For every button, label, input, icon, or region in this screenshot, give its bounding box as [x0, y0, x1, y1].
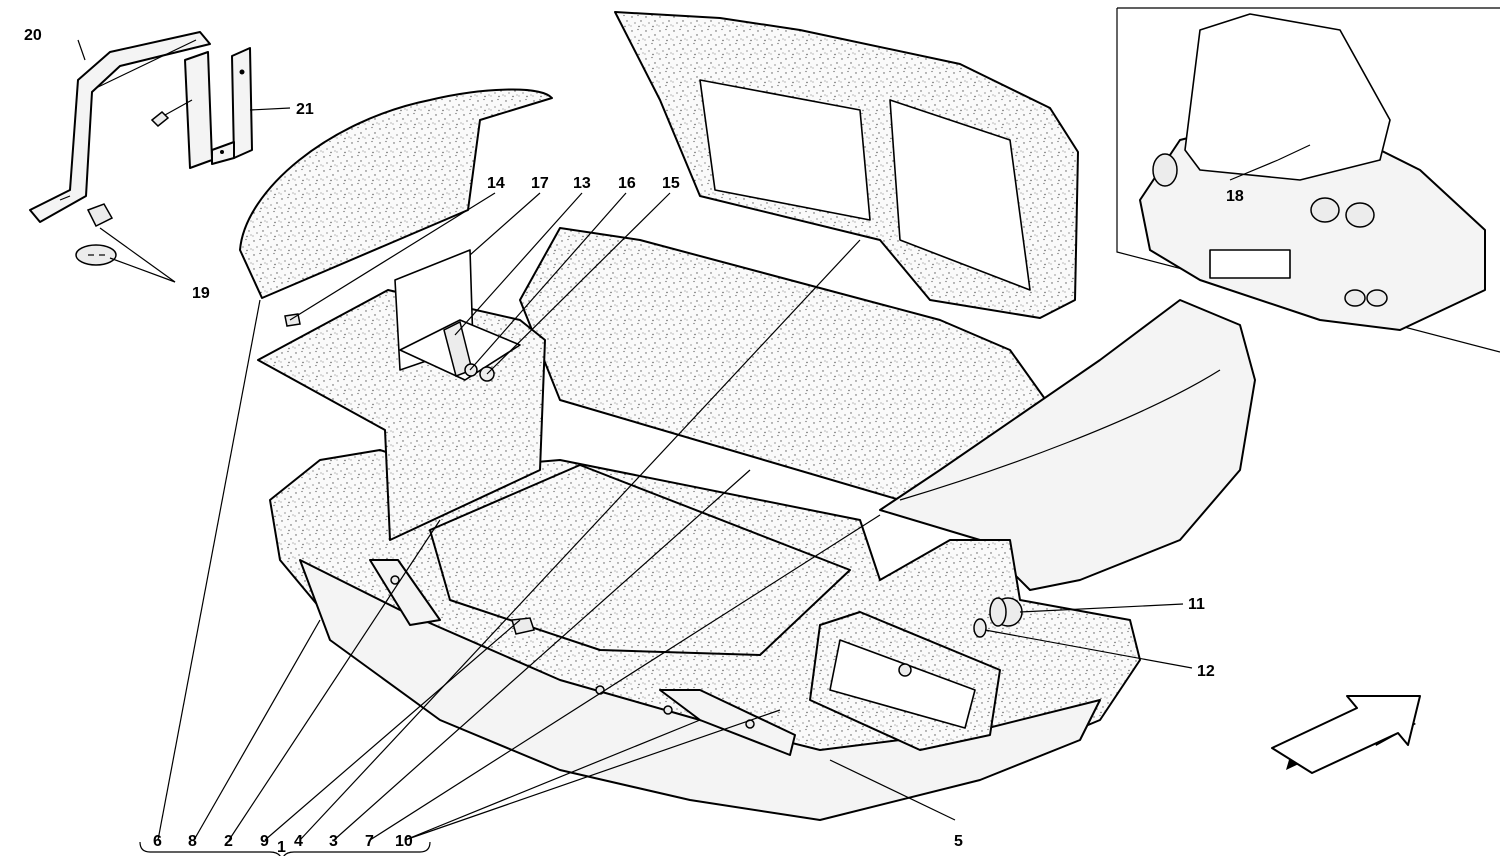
callout-15: 15	[662, 175, 680, 192]
callout-4: 4	[294, 833, 303, 850]
callout-11: 11	[1188, 596, 1205, 613]
clip-19	[75, 203, 117, 266]
side-trim-left	[239, 88, 553, 299]
inset-view	[1116, 7, 1500, 353]
knob-11	[989, 597, 1023, 627]
storage-pocket	[809, 611, 1001, 751]
bracket-7	[369, 559, 796, 756]
callout-10: 10	[395, 833, 413, 850]
callout-12: 12	[1197, 663, 1215, 680]
callout-3: 3	[329, 833, 338, 850]
bracket-21	[211, 47, 253, 165]
callout-7: 7	[365, 833, 374, 850]
washer-16	[464, 363, 478, 377]
bolt-21	[150, 99, 193, 128]
callout-1: 1	[277, 839, 286, 856]
callout-2: 2	[224, 833, 233, 850]
leader-lines	[77, 39, 1311, 856]
callout-labels: 20 21 19 14 17 13 16 15 18 11 12 5 6 8 2…	[24, 27, 1244, 856]
callout-6: 6	[153, 833, 162, 850]
callout-18: 18	[1226, 188, 1244, 205]
floor-mat	[429, 464, 851, 656]
callout-17: 17	[531, 175, 549, 192]
callout-20: 20	[24, 27, 42, 44]
direction-arrow-icon	[1271, 695, 1421, 774]
bulkhead-panel	[519, 227, 1061, 501]
callout-19: 19	[192, 285, 210, 302]
callout-14: 14	[487, 175, 505, 192]
callout-8: 8	[188, 833, 197, 850]
callout-9: 9	[260, 833, 269, 850]
side-trim-right	[879, 299, 1256, 591]
callout-13: 13	[573, 175, 591, 192]
callout-16: 16	[618, 175, 636, 192]
lid-lining	[614, 11, 1079, 319]
screw-14	[284, 313, 301, 327]
strap-bracket-20	[29, 31, 213, 223]
washer-12	[973, 618, 987, 638]
callout-5: 5	[954, 833, 963, 850]
callout-21: 21	[296, 101, 314, 118]
